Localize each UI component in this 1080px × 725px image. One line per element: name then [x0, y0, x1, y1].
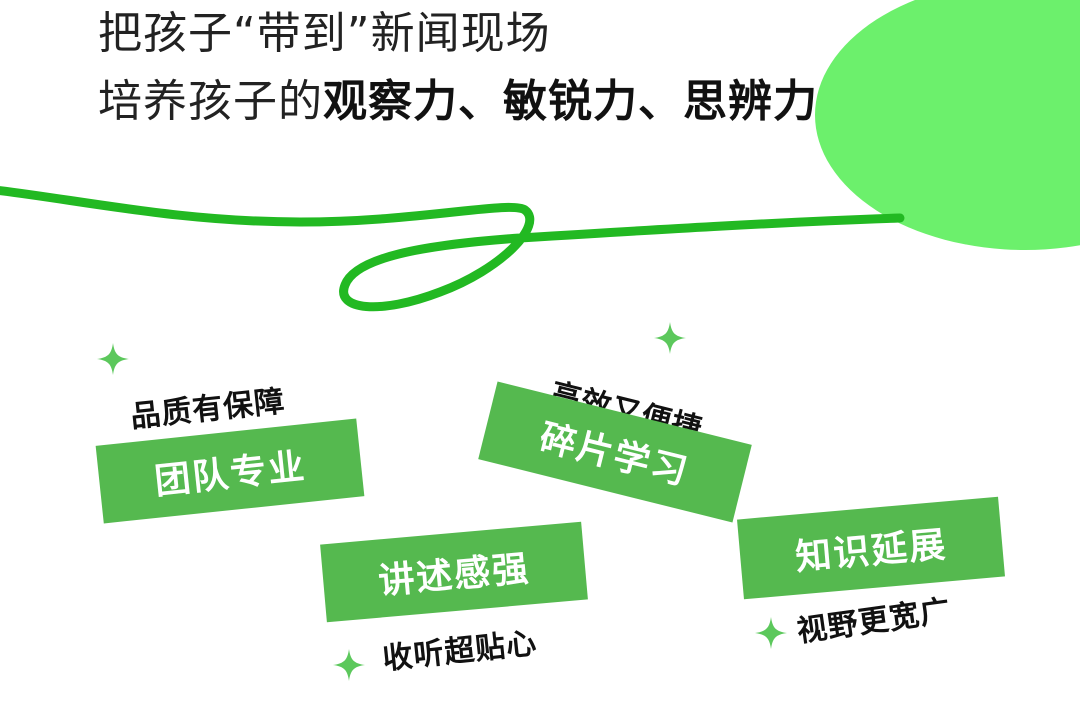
sparkle-icon	[654, 322, 686, 354]
headline-line-2-bold: 观察力、敏锐力、思辨力	[323, 76, 818, 127]
headline-line-2: 培养孩子的观察力、敏锐力、思辨力	[98, 80, 818, 124]
headline-line-1-text: 把孩子“带到”新闻现场	[98, 8, 551, 59]
headline-line-2-regular: 培养孩子的	[98, 76, 323, 127]
sparkle-icon	[333, 649, 365, 681]
feature-tag-4-label: 知识延展	[793, 524, 949, 579]
sparkle-icon	[97, 343, 129, 375]
sparkle-icon	[755, 617, 787, 649]
feature-tag-1-label: 团队专业	[152, 446, 309, 503]
headline-line-1: 把孩子“带到”新闻现场	[98, 12, 551, 56]
feature-tag-3-label: 讲述感强	[376, 548, 532, 603]
